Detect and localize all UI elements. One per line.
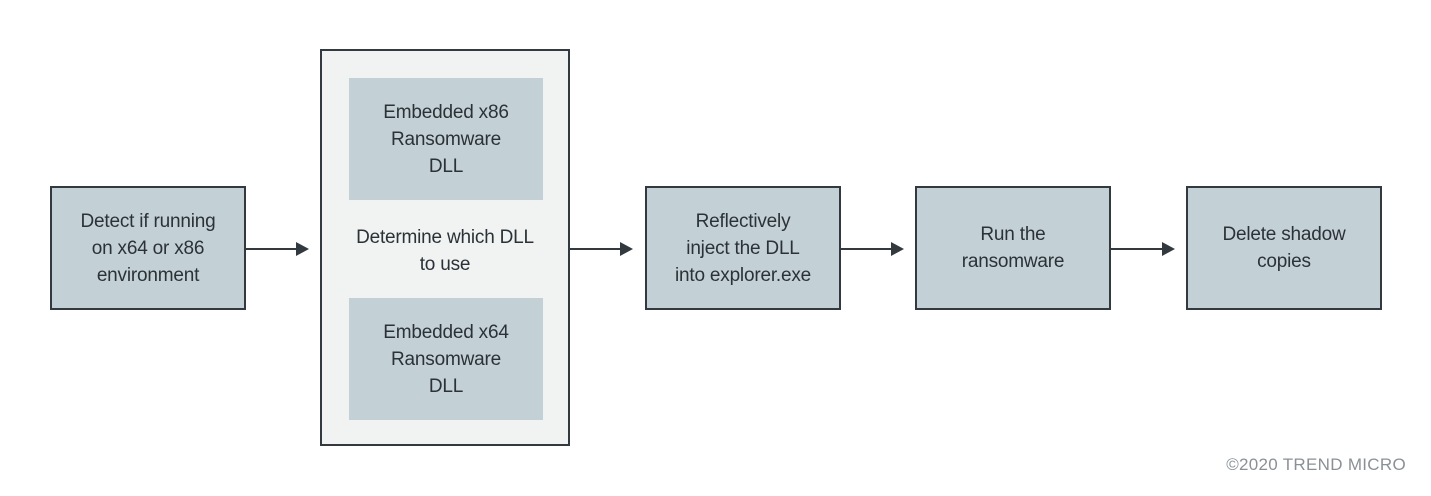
arrowhead-determine-to-inject	[620, 242, 633, 256]
dll-x64-label: Embedded x64 Ransomware DLL	[383, 321, 509, 397]
step-determine-label: Determine which DLL to use	[356, 227, 534, 275]
dll-x64-box: Embedded x64 Ransomware DLL	[349, 298, 543, 420]
step-determine-container: Embedded x86 Ransomware DLL Determine wh…	[320, 49, 570, 446]
copyright-text: ©2020 TREND MICRO	[1226, 455, 1406, 474]
arrowhead-detect-to-determine	[296, 242, 309, 256]
determine-label-wrapper: Determine which DLL to use	[322, 221, 568, 281]
arrowhead-inject-to-run	[891, 242, 904, 256]
arrowhead-run-to-delete	[1162, 242, 1175, 256]
step-detect-box: Detect if running on x64 or x86 environm…	[50, 186, 246, 310]
step-delete-box: Delete shadow copies	[1186, 186, 1382, 310]
step-run-label: Run the ransomware	[961, 224, 1065, 272]
step-run-box: Run the ransomware	[915, 186, 1111, 310]
dll-x86-box: Embedded x86 Ransomware DLL	[349, 78, 543, 200]
step-inject-label: Reflectively inject the DLL into explore…	[674, 210, 812, 286]
step-inject-box: Reflectively inject the DLL into explore…	[645, 186, 841, 310]
step-detect-label: Detect if running on x64 or x86 environm…	[80, 210, 216, 286]
dll-x86-label: Embedded x86 Ransomware DLL	[383, 101, 509, 177]
step-delete-label: Delete shadow copies	[1222, 224, 1346, 272]
